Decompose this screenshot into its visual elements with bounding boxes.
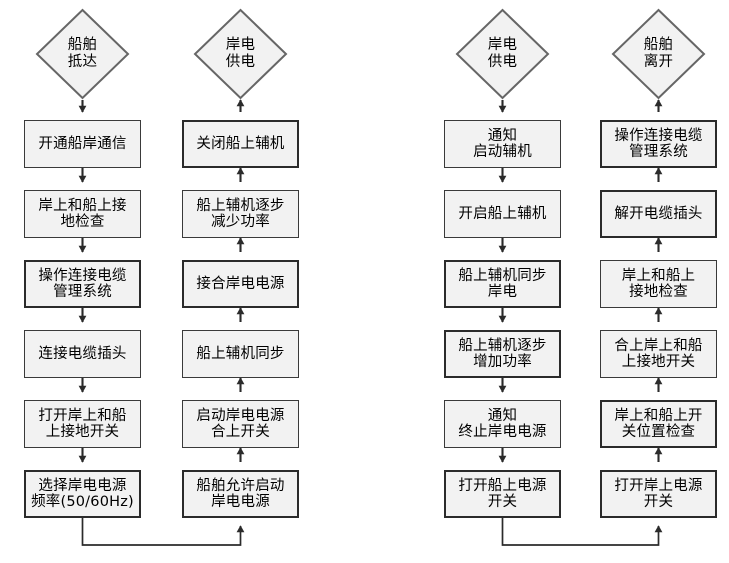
col1-step-4-label: 连接电缆插头 bbox=[38, 345, 127, 362]
terminator-label: 船舶 离开 bbox=[643, 37, 674, 70]
terminator-ship-departure[interactable]: 船舶 离开 bbox=[611, 8, 706, 100]
col3-step-6[interactable]: 打开船上电源 开关 bbox=[444, 470, 561, 518]
diamond-icon bbox=[35, 8, 130, 100]
col3-step-3[interactable]: 船上辅机同步 岸电 bbox=[444, 260, 561, 308]
col1-to-col2-bottom-link bbox=[81, 518, 245, 546]
col3-step-5[interactable]: 通知 终止岸电电源 bbox=[444, 400, 561, 448]
col3-step-5-label: 通知 终止岸电电源 bbox=[458, 407, 547, 440]
col2-step-4[interactable]: 船上辅机同步 bbox=[182, 330, 299, 378]
col1-step-5[interactable]: 打开岸上和船 上接地开关 bbox=[24, 400, 141, 448]
col1-step-6-label: 选择岸电电源 频率(50/60Hz) bbox=[31, 477, 134, 510]
col1-step-1[interactable]: 开通船岸通信 bbox=[24, 120, 141, 168]
col1-step-3-label: 操作连接电缆 管理系统 bbox=[38, 267, 127, 300]
col1-step-5-label: 打开岸上和船 上接地开关 bbox=[38, 407, 127, 440]
col3-step-4[interactable]: 船上辅机逐步 增加功率 bbox=[444, 330, 561, 378]
col3-step-2[interactable]: 开启船上辅机 bbox=[444, 190, 561, 238]
col4-step-4[interactable]: 合上岸上和船 上接地开关 bbox=[600, 330, 717, 378]
terminator-ship-arrival[interactable]: 船舶 抵达 bbox=[35, 8, 130, 100]
col2-step-2-label: 船上辅机逐步 减少功率 bbox=[196, 197, 285, 230]
col3-step-2-label: 开启船上辅机 bbox=[458, 205, 547, 222]
col2-step-1-label: 关闭船上辅机 bbox=[196, 135, 285, 152]
col3-step-3-label: 船上辅机同步 岸电 bbox=[458, 267, 547, 300]
col2-step-4-label: 船上辅机同步 bbox=[196, 345, 285, 362]
col2-step-2[interactable]: 船上辅机逐步 减少功率 bbox=[182, 190, 299, 238]
col3-step-1[interactable]: 通知 启动辅机 bbox=[444, 120, 561, 168]
col2-step-3-label: 接合岸电电源 bbox=[196, 275, 285, 292]
col1-step-3[interactable]: 操作连接电缆 管理系统 bbox=[24, 260, 141, 308]
col4-step-5[interactable]: 岸上和船上开 关位置检查 bbox=[600, 400, 717, 448]
col3-step-1-label: 通知 启动辅机 bbox=[473, 127, 532, 160]
col3-step-6-label: 打开船上电源 开关 bbox=[458, 477, 547, 510]
col4-step-4-label: 合上岸上和船 上接地开关 bbox=[614, 337, 703, 370]
col1-step-1-label: 开通船岸通信 bbox=[38, 135, 127, 152]
terminator-shore-power-supply-left[interactable]: 岸电 供电 bbox=[193, 8, 288, 100]
col4-step-1-label: 操作连接电缆 管理系统 bbox=[614, 127, 703, 160]
col4-step-3-label: 岸上和船上 接地检查 bbox=[621, 267, 696, 300]
terminator-shore-power-supply-right[interactable]: 岸电 供电 bbox=[455, 8, 550, 100]
col2-step-1[interactable]: 关闭船上辅机 bbox=[182, 120, 299, 168]
col2-step-6[interactable]: 船舶允许启动 岸电电源 bbox=[182, 470, 299, 518]
col1-step-4[interactable]: 连接电缆插头 bbox=[24, 330, 141, 378]
col4-step-1[interactable]: 操作连接电缆 管理系统 bbox=[600, 120, 717, 168]
diamond-icon bbox=[193, 8, 288, 100]
col3-step-4-label: 船上辅机逐步 增加功率 bbox=[458, 337, 547, 370]
diamond-icon bbox=[455, 8, 550, 100]
col1-step-2[interactable]: 岸上和船上接 地检查 bbox=[24, 190, 141, 238]
col2-step-5[interactable]: 启动岸电电源 合上开关 bbox=[182, 400, 299, 448]
col4-step-6-label: 打开岸上电源 开关 bbox=[614, 477, 703, 510]
diamond-icon bbox=[611, 8, 706, 100]
col1-step-2-label: 岸上和船上接 地检查 bbox=[38, 197, 127, 230]
col4-step-2[interactable]: 解开电缆插头 bbox=[600, 190, 717, 238]
col1-step-6[interactable]: 选择岸电电源 频率(50/60Hz) bbox=[24, 470, 141, 518]
col3-to-col4-bottom-link bbox=[501, 518, 663, 546]
col2-step-6-label: 船舶允许启动 岸电电源 bbox=[196, 477, 285, 510]
terminator-label: 岸电 供电 bbox=[487, 37, 518, 70]
terminator-label: 岸电 供电 bbox=[225, 37, 256, 70]
terminator-label: 船舶 抵达 bbox=[67, 37, 98, 70]
col2-step-3[interactable]: 接合岸电电源 bbox=[182, 260, 299, 308]
col4-step-6[interactable]: 打开岸上电源 开关 bbox=[600, 470, 717, 518]
col4-step-5-label: 岸上和船上开 关位置检查 bbox=[614, 407, 703, 440]
col4-step-2-label: 解开电缆插头 bbox=[614, 205, 703, 222]
col4-step-3[interactable]: 岸上和船上 接地检查 bbox=[600, 260, 717, 308]
col2-step-5-label: 启动岸电电源 合上开关 bbox=[196, 407, 285, 440]
